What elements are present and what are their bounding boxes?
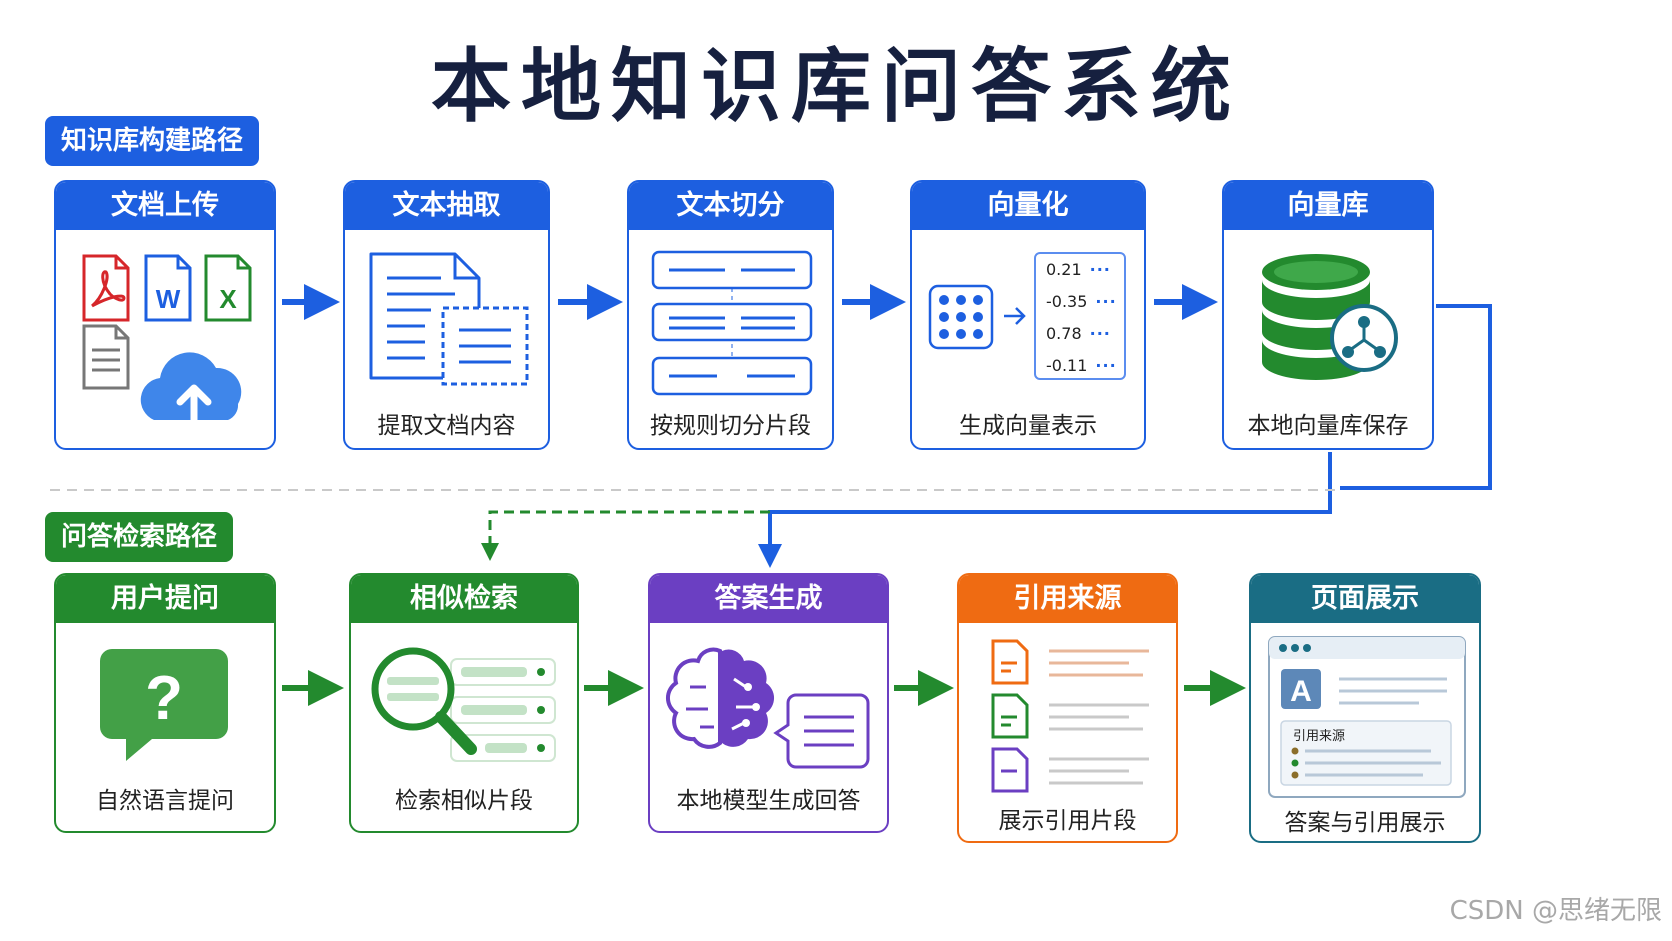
step-caption: 按规则切分片段 bbox=[650, 413, 811, 439]
magnifier-search-icon bbox=[371, 647, 556, 762]
cloud-upload-icon bbox=[140, 352, 242, 426]
step-caption: 本地模型生成回答 bbox=[676, 788, 861, 814]
vector-value: -0.35 bbox=[1046, 292, 1088, 311]
page-letter: A bbox=[1290, 675, 1312, 708]
file-icons-group: W X bbox=[82, 254, 252, 426]
vector-value-row: -0.11 ··· bbox=[1036, 350, 1124, 382]
ellipsis: ··· bbox=[1089, 324, 1111, 343]
step-user-question: 用户提问 ? 自然语言提问 bbox=[54, 573, 276, 833]
chat-bubble-icon bbox=[773, 693, 870, 769]
step-vector-store: 向量库 本地向量库保存 bbox=[1222, 180, 1434, 450]
pdf-file-icon bbox=[82, 254, 130, 322]
vector-value: -0.11 bbox=[1046, 356, 1088, 375]
citation-docs-icon bbox=[991, 639, 1149, 793]
step-text-chunking: 文本切分 按规则切分片段 bbox=[627, 180, 834, 450]
vector-value: 0.21 bbox=[1046, 260, 1082, 279]
green-doc-icon bbox=[991, 693, 1029, 739]
orange-doc-icon bbox=[991, 639, 1029, 685]
network-node-icon bbox=[1330, 304, 1398, 372]
vector-store-to-answer bbox=[758, 452, 1332, 568]
step-title: 向量库 bbox=[1224, 182, 1432, 230]
step-title: 向量化 bbox=[912, 182, 1144, 230]
database-icon bbox=[1262, 254, 1398, 380]
vector-value-row: 0.21 ··· bbox=[1036, 254, 1124, 286]
step-document-upload: 文档上传 W X bbox=[54, 180, 276, 450]
purple-doc-icon bbox=[991, 747, 1029, 793]
browser-window-icon: A bbox=[1268, 636, 1466, 798]
step-title: 文档上传 bbox=[56, 182, 274, 230]
vector-values-box: 0.21··· -0.35··· 0.78··· -0.11··· bbox=[1034, 252, 1126, 380]
step-caption: 答案与引用展示 bbox=[1284, 810, 1446, 836]
page-title: 本地知识库问答系统 bbox=[431, 40, 1241, 133]
step-title: 引用来源 bbox=[959, 575, 1176, 623]
step-title: 页面展示 bbox=[1251, 575, 1479, 623]
step-title: 用户提问 bbox=[56, 575, 274, 623]
step-text-extraction: 文本抽取 提取文档内容 bbox=[343, 180, 550, 450]
step-similarity-search: 相似检索 检索相似片段 bbox=[349, 573, 579, 833]
question-bubble-icon: ? bbox=[100, 649, 228, 761]
step-caption: 提取文档内容 bbox=[377, 413, 516, 439]
step-caption: 检索相似片段 bbox=[395, 788, 533, 814]
step-answer-generation: 答案生成 本地模型生成回答 bbox=[648, 573, 889, 833]
excel-file-icon: X bbox=[204, 254, 252, 322]
brain-model-icon bbox=[666, 647, 870, 769]
step-page-display: 页面展示 A 引用来源 答案与引用展示 bbox=[1249, 573, 1481, 843]
step-title: 答案生成 bbox=[650, 575, 887, 623]
qa-section-label: 问答检索路径 bbox=[45, 512, 234, 562]
build-section-label: 知识库构建路径 bbox=[45, 116, 260, 166]
step-title: 相似检索 bbox=[351, 575, 577, 623]
document-extract-icon bbox=[369, 252, 529, 386]
step-vectorization: 向量化 0.21··· -0.35··· 0.78··· -0.11··· 生成… bbox=[910, 180, 1146, 450]
step-caption: 生成向量表示 bbox=[959, 413, 1097, 439]
step-title: 文本抽取 bbox=[345, 182, 548, 230]
ellipsis: ··· bbox=[1095, 356, 1117, 375]
word-letter: W bbox=[156, 284, 181, 314]
ellipsis: ··· bbox=[1095, 292, 1117, 311]
question-mark: ? bbox=[145, 664, 183, 733]
vector-value: 0.78 bbox=[1046, 324, 1082, 343]
text-chunks-icon bbox=[651, 250, 813, 396]
text-file-icon bbox=[82, 324, 130, 390]
retrieval-connector bbox=[481, 510, 770, 561]
excel-letter: X bbox=[219, 284, 237, 314]
step-caption: 自然语言提问 bbox=[96, 788, 234, 814]
step-citation-sources: 引用来源 展示引用片段 bbox=[957, 573, 1178, 843]
page-citation-label: 引用来源 bbox=[1293, 729, 1346, 744]
word-file-icon: W bbox=[144, 254, 192, 322]
vector-value-row: -0.35 ··· bbox=[1036, 286, 1124, 318]
watermark: CSDN @思绪无限 bbox=[1449, 896, 1662, 926]
embedding-grid-icon bbox=[928, 284, 1026, 350]
vector-value-row: 0.78 ··· bbox=[1036, 318, 1124, 350]
ellipsis: ··· bbox=[1089, 260, 1111, 279]
step-caption: 展示引用片段 bbox=[998, 808, 1137, 834]
step-title: 文本切分 bbox=[629, 182, 832, 230]
step-caption: 本地向量库保存 bbox=[1247, 413, 1409, 439]
